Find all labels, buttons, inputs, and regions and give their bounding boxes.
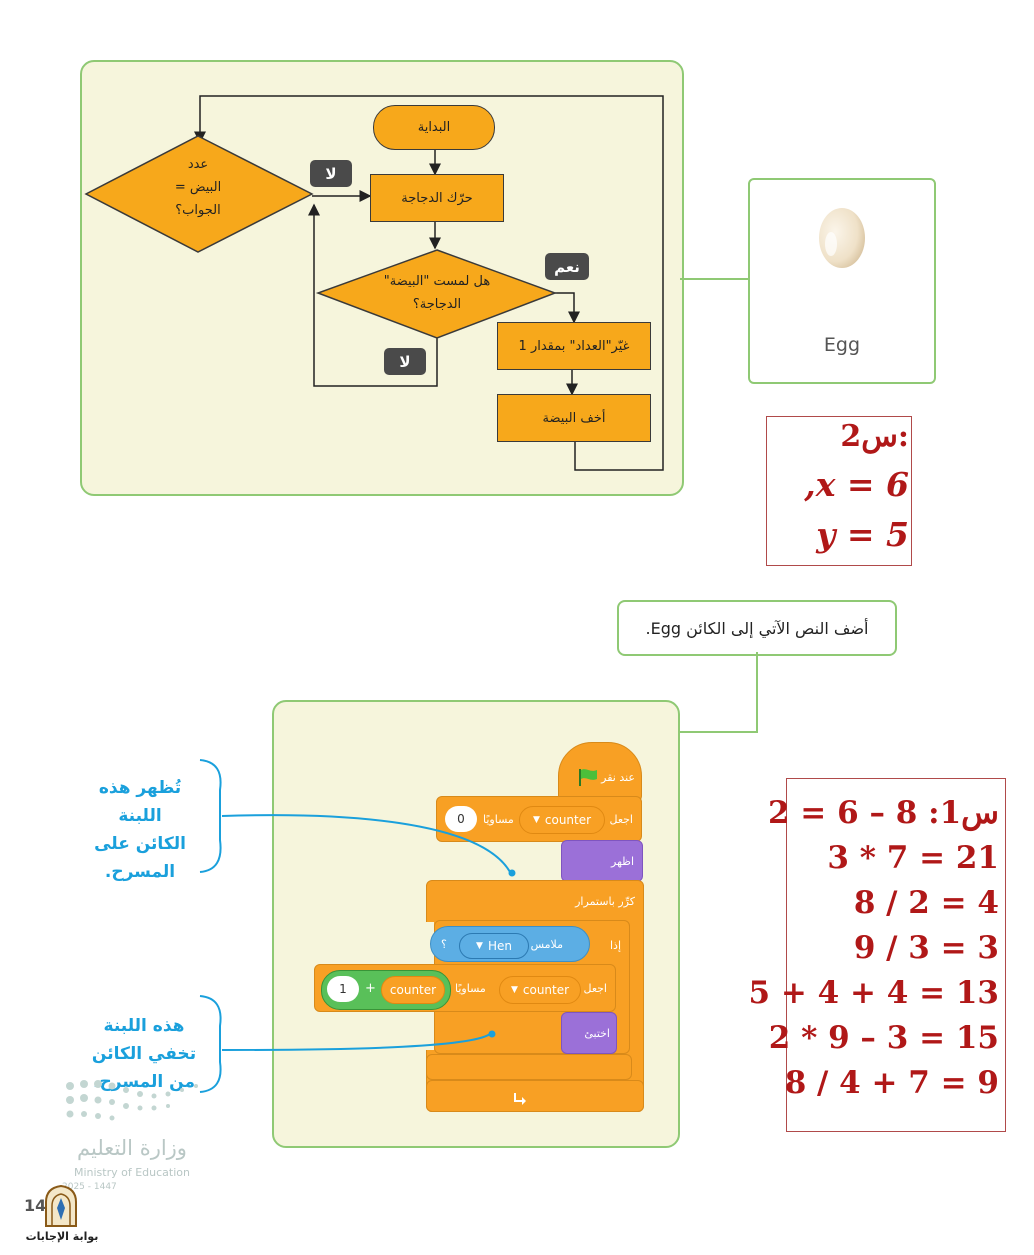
- counter-dropdown-2[interactable]: ▼counter: [499, 976, 581, 1004]
- answer1-line-5: 5 + 4 + 4 = 13: [748, 975, 999, 1011]
- touching-hen-block: ملامس لـ ▼Hen ؟: [430, 926, 590, 962]
- egg-sprite-card: Egg: [748, 178, 936, 384]
- answer2-label: س2:: [840, 419, 909, 454]
- set-counter-add-block: اجعل ▼counter مساويًا 1 + counter: [314, 964, 616, 1012]
- flow-hide-egg: أخف البيضة: [497, 394, 651, 442]
- site-logo-text: بوابة الإجابات: [25, 1230, 99, 1243]
- ministry-years: 2025 - 1447: [62, 1182, 117, 1192]
- answer2-x: ,x = 6: [804, 465, 909, 504]
- egg-sprite-name: Egg: [823, 334, 861, 356]
- answer1-line-7: 8 / 4 + 7 = 9: [784, 1065, 999, 1101]
- set-counter-zero-block: اجعل ▼counter مساويًا 0: [436, 796, 642, 842]
- if-block-bottom: [426, 1054, 632, 1080]
- touch-question-text: هل لمست "البيضة" الدجاجة؟: [383, 274, 491, 312]
- eggs-count-decision: [84, 135, 314, 253]
- forever-block-bottom: [426, 1080, 644, 1112]
- zero-value-input[interactable]: 0: [445, 806, 477, 832]
- hide-block-note: هذه اللبنة تخفي الكائن من المسرح.: [91, 1016, 197, 1092]
- hide-block: اختبئ: [561, 1012, 617, 1054]
- egg-icon: [819, 208, 865, 268]
- when-flag-block: عند نقر: [558, 742, 642, 802]
- answer1-line-3: 8 / 2 = 4: [853, 885, 999, 921]
- touch-egg-decision: [315, 249, 558, 339]
- no-tag-2: لا: [384, 348, 426, 375]
- ministry-arabic: وزارة التعليم: [77, 1136, 187, 1160]
- answer1-line-4: 9 / 3 = 3: [853, 930, 999, 966]
- flow-start: البداية: [373, 105, 495, 150]
- answer1-box: س1: 8 – 6 = 2 3 * 7 = 21 8 / 2 = 4 9 / 3…: [748, 778, 1006, 1132]
- counter-reporter: counter: [381, 976, 445, 1004]
- hen-dropdown[interactable]: ▼Hen: [459, 933, 529, 959]
- show-block-note: تُظهر هذه اللبنة الكائن على المسرح.: [94, 778, 186, 882]
- flow-change-counter: غيّر"العداد" بمقدار 1: [497, 322, 651, 370]
- eggs-question-text: عدد البيض = الجواب؟: [174, 157, 222, 218]
- no-tag-1: لا: [310, 160, 352, 187]
- answer1-line-6: 2 * 9 – 3 = 15: [768, 1020, 999, 1056]
- site-logo-icon: [45, 1184, 77, 1227]
- show-block: اظهر: [561, 840, 643, 882]
- flow-move-hen: حرّك الدجاجة: [370, 174, 504, 222]
- ministry-english: Ministry of Education: [73, 1166, 190, 1179]
- answer2-y: y = 5: [816, 515, 909, 554]
- yes-tag: نعم: [545, 253, 589, 280]
- callout-connector: [676, 652, 758, 733]
- answer1-line-2: 3 * 7 = 21: [827, 840, 999, 876]
- page-number: 14: [24, 1196, 47, 1215]
- loop-arrow-icon: [514, 1093, 526, 1105]
- one-value-input[interactable]: 1: [327, 976, 359, 1002]
- answer2-box: س2: ,x = 6 y = 5: [766, 416, 912, 566]
- flowchart-connectors: [84, 95, 748, 471]
- ministry-dots-logo: [66, 1080, 198, 1121]
- green-flag-icon: [579, 769, 597, 786]
- counter-dropdown[interactable]: ▼counter: [519, 806, 605, 834]
- answer1-line-1: س1: 8 – 6 = 2: [767, 795, 999, 831]
